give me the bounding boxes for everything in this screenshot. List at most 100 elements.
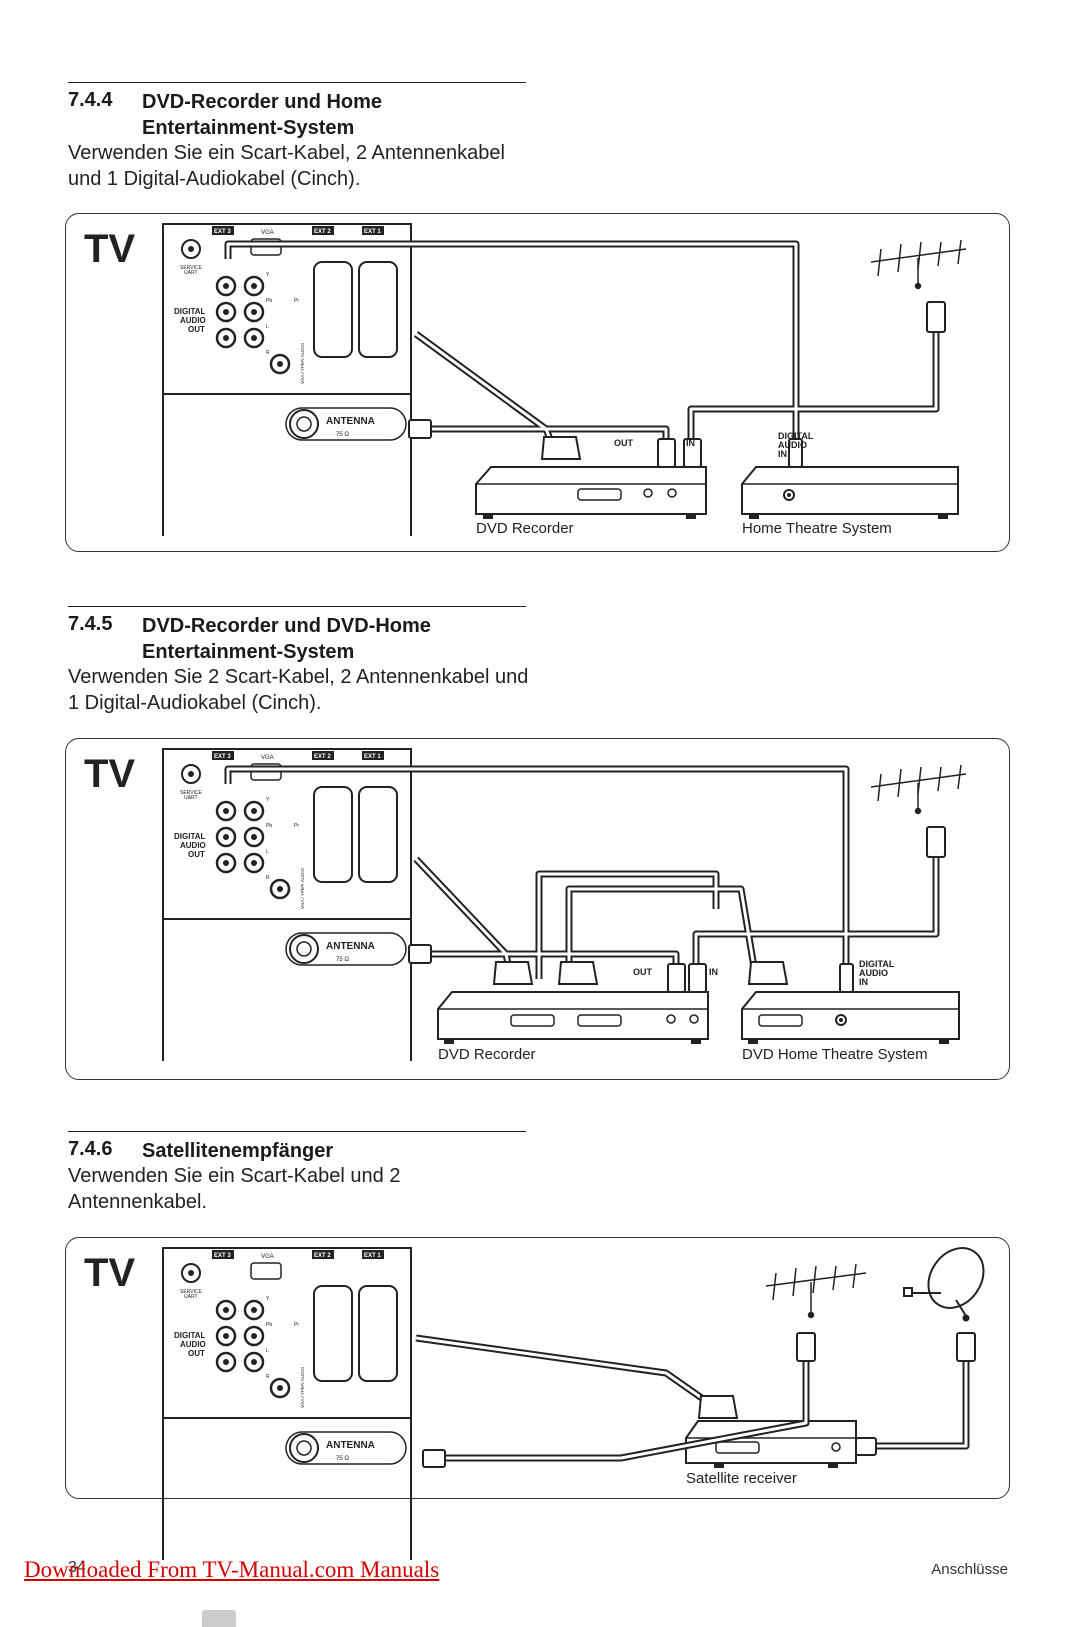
ohm-label: 75 Ω [336, 432, 349, 438]
scart-ext1 [358, 1285, 398, 1382]
download-link[interactable]: Downloaded From TV-Manual.com Manuals [24, 1557, 440, 1582]
section-number: 7.4.4 [68, 89, 113, 111]
device-label: DVD Recorder [438, 1046, 536, 1063]
section-rule [68, 606, 526, 607]
antenna-label: ANTENNA [326, 941, 375, 952]
uart-label: UART [184, 1294, 198, 1300]
ext1-label: EXT 1 [364, 754, 381, 760]
l-label: L [266, 849, 269, 855]
service-port-center [188, 771, 194, 777]
ext3-label: EXT 3 [214, 754, 231, 760]
pb-label: Pb [266, 823, 272, 829]
vga-ypbpr-label: VGA / YPbPr AUDIO [300, 867, 305, 909]
ext-badge [212, 751, 234, 760]
pr-label: Pr [294, 823, 299, 829]
rca-jack-center [223, 283, 229, 289]
rca-jack-center [223, 808, 229, 814]
ext2-label: EXT 2 [314, 229, 331, 235]
antenna-port-inner [296, 1440, 312, 1456]
r-label: R [266, 1374, 270, 1380]
y-label: Y [266, 272, 270, 278]
rca-jack-center [277, 886, 283, 892]
dvd-recorder-device [475, 466, 707, 519]
antenna-frame [285, 1431, 407, 1465]
tv-panel-outline [162, 1247, 412, 1560]
rca-jack-center [251, 808, 257, 814]
dvd-recorder-device [437, 991, 709, 1044]
vga-label: VGA [261, 230, 274, 236]
body-line: 1 Digital-Audiokabel (Cinch). [68, 692, 322, 714]
home-theatre-device [741, 466, 959, 519]
scart-ext2 [313, 261, 353, 358]
tv-panel-outline [162, 748, 412, 1061]
scart-ext1 [358, 786, 398, 883]
vga-ypbpr-label: VGA / YPbPr AUDIO [300, 342, 305, 384]
digital-port-label: DIGITAL [859, 959, 895, 969]
ext-badge [312, 226, 334, 235]
digital-label: DIGITAL [174, 832, 206, 841]
ohm-label: 75 Ω [336, 957, 349, 963]
service-port-center [188, 246, 194, 252]
ext3-label: EXT 3 [214, 229, 231, 235]
scart-ext2 [313, 786, 353, 883]
antenna-icon [870, 764, 967, 815]
device-label: Satellite receiver [686, 1470, 797, 1487]
section-body-text: Verwenden Sie ein Scart-Kabel, 2 Antenne… [68, 140, 538, 192]
vga-label: VGA [261, 755, 274, 761]
service-port-center [188, 1270, 194, 1276]
rca-jack-center [251, 335, 257, 341]
y-label: Y [266, 1296, 270, 1302]
in-port-label: IN [859, 977, 868, 987]
antenna-label: ANTENNA [326, 1440, 375, 1451]
audio-label: AUDIO [180, 316, 206, 325]
body-line: Verwenden Sie ein Scart-Kabel, 2 Antenne… [68, 142, 505, 164]
l-label: L [266, 1348, 269, 1354]
vga-label: VGA [261, 1254, 274, 1260]
pr-label: Pr [294, 1322, 299, 1328]
rca-jack-center [223, 1333, 229, 1339]
antenna-label: ANTENNA [326, 416, 375, 427]
digital-label: DIGITAL [174, 1331, 206, 1340]
antenna-frame [285, 407, 407, 441]
ext-badge [312, 751, 334, 760]
tv-label: TV [84, 1251, 135, 1295]
rca-jack-center [223, 1307, 229, 1313]
r-label: R [266, 350, 270, 356]
antenna-port-inner [296, 416, 312, 432]
rca-jack-center [223, 860, 229, 866]
service-label: SERVICE [180, 1289, 203, 1295]
l-label: L [266, 324, 269, 330]
ext1-label: EXT 1 [364, 229, 381, 235]
section-rule [68, 82, 526, 83]
y-label: Y [266, 797, 270, 803]
section-body-text: Verwenden Sie 2 Scart-Kabel, 2 Antennenk… [68, 664, 538, 716]
device-label: DVD Recorder [476, 520, 574, 537]
ext-badge [362, 751, 384, 760]
ext-badge [212, 1250, 234, 1259]
ext-badge [212, 226, 234, 235]
rca-jack-center [251, 283, 257, 289]
audio-label: AUDIO [180, 841, 206, 850]
rca-jack-center [251, 834, 257, 840]
ext-badge [362, 1250, 384, 1259]
section-number: 7.4.6 [68, 1138, 113, 1160]
r-label: R [266, 875, 270, 881]
service-label: SERVICE [180, 790, 203, 796]
out-label: OUT [188, 850, 205, 859]
ext2-label: EXT 2 [314, 754, 331, 760]
satellite-receiver-device [685, 1420, 857, 1468]
section-title-line: DVD-Recorder und Home [142, 91, 383, 113]
rca-jack-center [251, 1333, 257, 1339]
section-title: Satellitenempfänger [142, 1138, 542, 1164]
section-body-text: Verwenden Sie ein Scart-Kabel und 2 Ante… [68, 1163, 538, 1215]
digital-port-label: DIGITAL [778, 431, 814, 441]
ext-badge [362, 226, 384, 235]
device-label: DVD Home Theatre System [742, 1046, 928, 1063]
